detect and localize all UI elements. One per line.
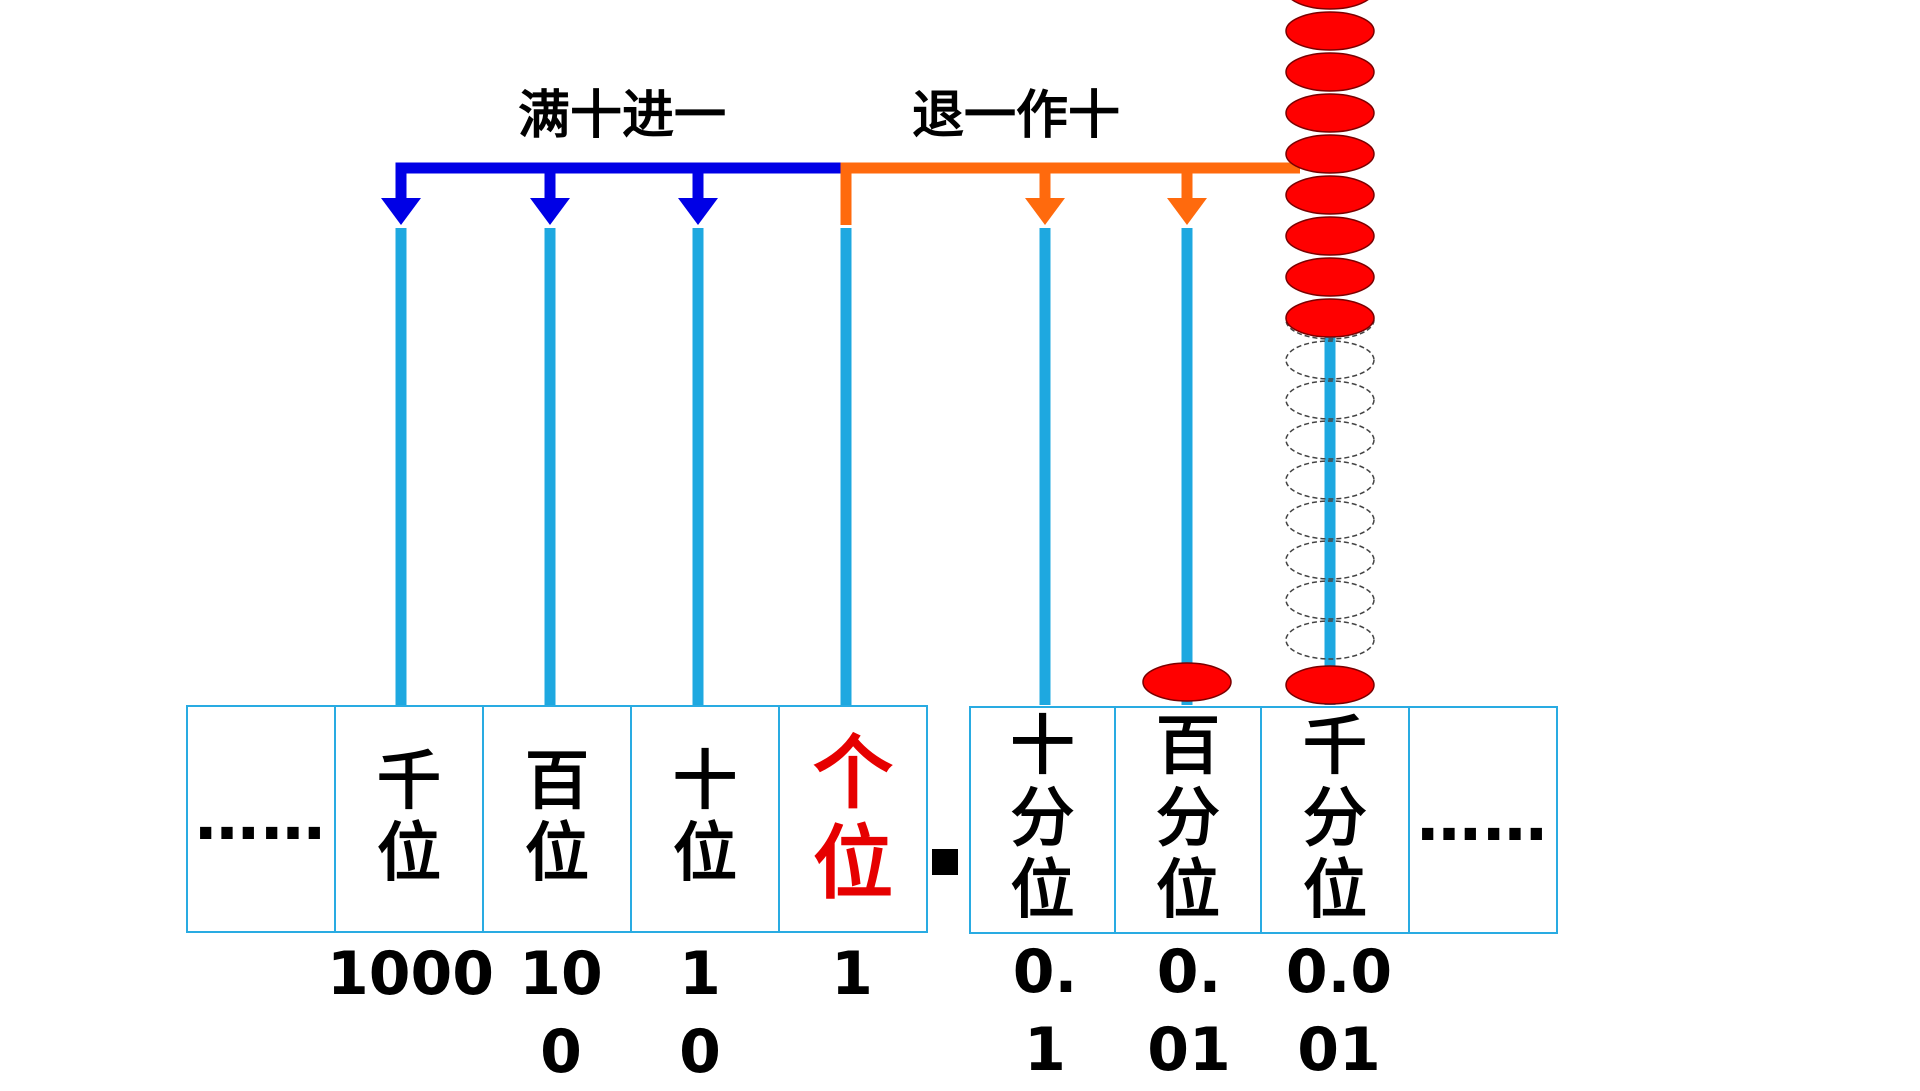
- cell-hundredths: 百分位: [1114, 706, 1262, 934]
- place-name-hundreds: 百位: [525, 745, 589, 891]
- carry-arrowhead-thousands: [381, 198, 421, 225]
- place-name-tenths: 十分位: [1010, 710, 1075, 928]
- value-ones: 1: [831, 939, 873, 1009]
- value-tenths: 0.1: [1012, 937, 1078, 1085]
- ellipsis-right: ……: [1417, 782, 1549, 857]
- cell-ones: 个位: [778, 705, 928, 933]
- bead-thousandths-ghost: [1285, 420, 1375, 460]
- borrow-arrowhead-tenths: [1025, 198, 1065, 225]
- borrow-rule-label: 退一作十: [912, 86, 1121, 146]
- place-name-thousandths: 千分位: [1303, 710, 1367, 928]
- bead-thousandths-ghost: [1285, 460, 1375, 500]
- place-name-hundredths: 百分位: [1156, 710, 1220, 928]
- value-hundredths: 0.01: [1147, 937, 1231, 1085]
- value-thousands: 1000: [327, 939, 494, 1009]
- bead-thousandths-stack: [1291, 0, 1369, 10]
- place-name-thousands: 千位: [377, 745, 441, 891]
- bead-thousandths-stack: [1285, 11, 1375, 51]
- carry-rule-label: 满十进一: [518, 86, 727, 146]
- value-tens: 10: [679, 939, 721, 1087]
- cell-thousands: 千位: [334, 705, 484, 933]
- carry-arrowhead-tens: [678, 198, 718, 225]
- decimal-point: [932, 849, 958, 875]
- cell-tens: 十位: [630, 705, 780, 933]
- bead-thousandths-stack: [1285, 257, 1375, 297]
- bead-thousandths-ghost: [1285, 620, 1375, 660]
- bead-thousandths-ghost: [1285, 380, 1375, 420]
- bead-thousandths-ghost: [1285, 540, 1375, 580]
- bead-thousandths-stack: [1285, 93, 1375, 133]
- carry-bracket: [395, 162, 846, 200]
- carry-arrowhead-hundreds: [530, 198, 570, 225]
- borrow-arrowhead-hundredths: [1167, 198, 1207, 225]
- cell-thousandths: 千分位: [1260, 706, 1410, 934]
- place-name-tens: 十位: [673, 745, 737, 891]
- value-hundreds: 100: [519, 939, 603, 1087]
- bead-thousandths-stack: [1285, 298, 1375, 338]
- ellipsis-left: ……: [195, 781, 327, 856]
- bead-hundredths: [1142, 662, 1232, 702]
- bead-thousandths-stack: [1285, 52, 1375, 92]
- cell-ellipsis-left: ……: [186, 705, 336, 933]
- bead-thousandths-ghost: [1285, 500, 1375, 540]
- cell-ellipsis-right: ……: [1408, 706, 1558, 934]
- bead-thousandths-stack: [1285, 175, 1375, 215]
- borrow-bracket: [840, 162, 1300, 225]
- bead-thousandths: [1285, 665, 1375, 705]
- cell-hundreds: 百位: [482, 705, 632, 933]
- value-thousandths: 0.001: [1285, 937, 1393, 1085]
- bead-thousandths-ghost: [1285, 340, 1375, 380]
- cell-tenths: 十分位: [969, 706, 1116, 934]
- place-name-ones: 个位: [813, 727, 893, 910]
- bead-thousandths-stack: [1285, 216, 1375, 256]
- bead-thousandths-stack: [1285, 134, 1375, 174]
- bead-thousandths-ghost: [1285, 580, 1375, 620]
